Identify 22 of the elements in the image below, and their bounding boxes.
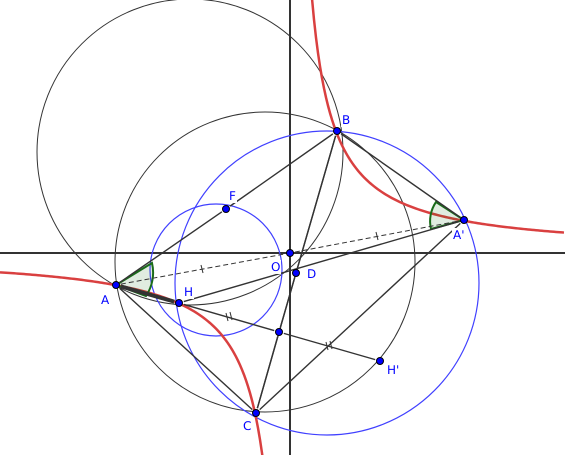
point-label: F [228, 189, 237, 203]
line-segment [120, 284, 175, 304]
line-segment [284, 332, 376, 360]
line-segment [256, 336, 278, 408]
point-label: C [242, 419, 252, 433]
line-segment [259, 222, 461, 410]
dashed-line [294, 220, 460, 253]
point-label: A [100, 293, 110, 307]
line-segment [184, 220, 460, 302]
line-segment [280, 136, 336, 328]
line-segment [120, 211, 222, 283]
point-label: A' [452, 228, 466, 242]
point-label: B [341, 113, 352, 127]
point-label: H [183, 285, 194, 299]
line-segment [119, 288, 253, 410]
point-label: D [306, 267, 318, 281]
line-segment [230, 133, 334, 207]
point-label: O [270, 260, 282, 274]
point-label: H' [386, 363, 400, 377]
dashed-line [120, 253, 286, 285]
line-segment [340, 133, 460, 218]
line-segment [184, 304, 274, 332]
